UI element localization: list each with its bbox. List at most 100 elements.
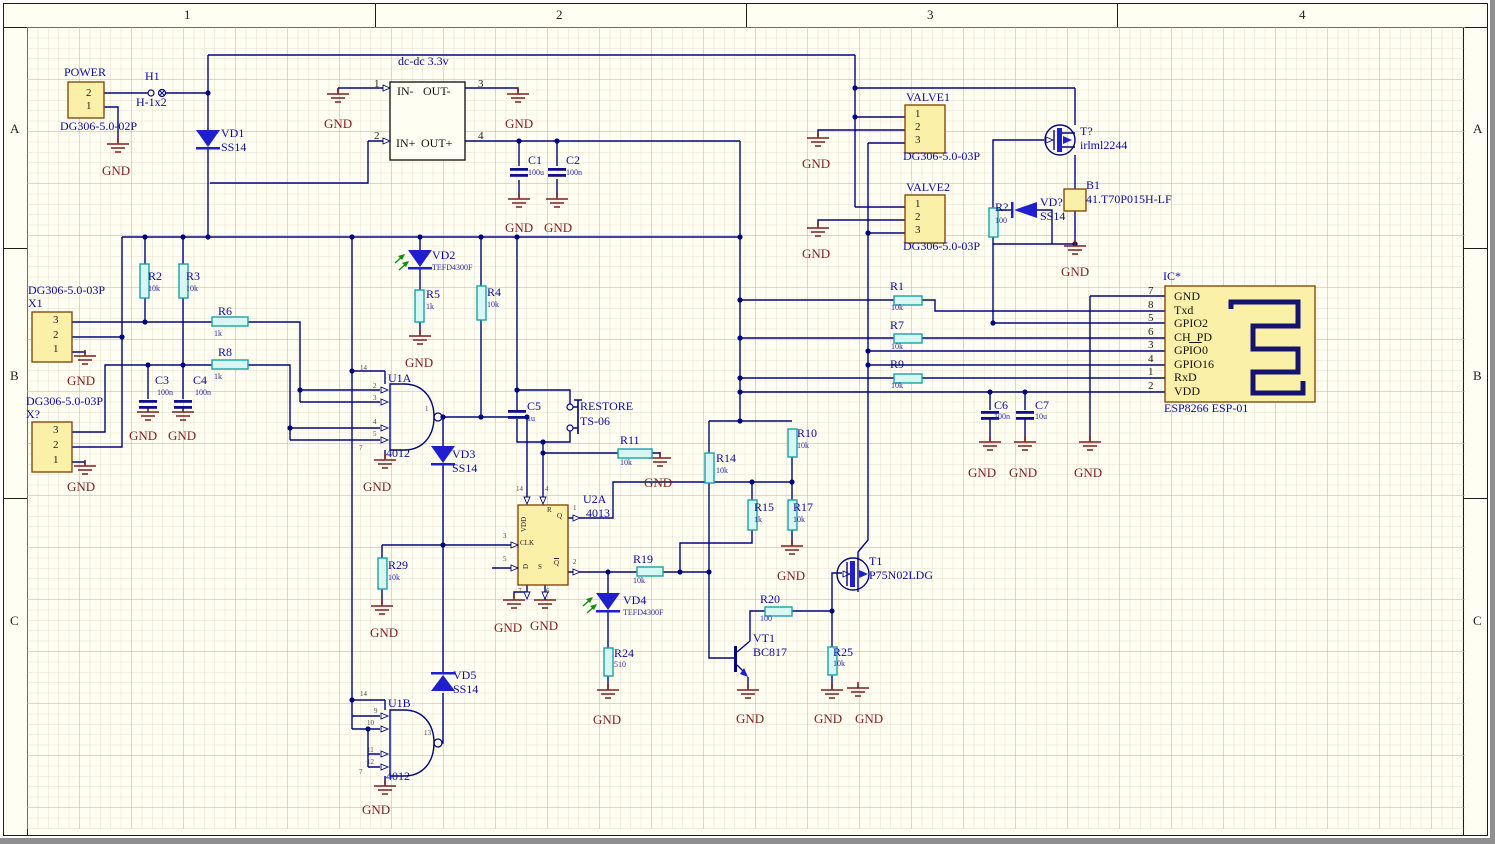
junction-dot [987, 389, 993, 395]
junction-dot [142, 319, 148, 325]
resistor-body[interactable] [988, 207, 999, 238]
diode-cathode-bar [596, 610, 620, 613]
junction-dot [349, 697, 355, 703]
diode-cathode-bar [408, 267, 432, 270]
junction-dot [349, 234, 355, 240]
junction-dot [516, 138, 522, 144]
mosfet-symbol[interactable] [836, 557, 870, 591]
resistor-body[interactable] [211, 316, 249, 327]
bjt-emitter-arrow [740, 668, 748, 677]
resistor-body[interactable] [787, 499, 798, 531]
diode-symbol[interactable] [596, 593, 620, 610]
junction-dot [514, 234, 520, 240]
capacitor-plate [510, 174, 528, 177]
capacitor-plate [1016, 411, 1034, 414]
viewport-edge [0, 838, 1495, 844]
junction-dot [865, 230, 871, 236]
zone-tick [746, 4, 747, 27]
junction-dot [119, 334, 125, 340]
button-contact-icon [566, 403, 574, 411]
junction-dot [349, 368, 355, 374]
component-box[interactable] [517, 504, 569, 586]
component-box[interactable] [67, 81, 105, 119]
schematic-sheet [3, 3, 1488, 836]
junction-dot [145, 362, 151, 368]
diode-cathode-bar [431, 672, 455, 675]
pin-arrow-icon [380, 424, 390, 432]
diode-symbol[interactable] [196, 130, 220, 147]
pin-arrow-icon [380, 436, 390, 444]
jumper-pad-icon [157, 88, 167, 98]
resistor-body[interactable] [139, 263, 150, 299]
junction-dot [749, 479, 755, 485]
resistor-body[interactable] [211, 359, 249, 370]
pin-arrow-icon [523, 496, 531, 506]
zone-tick [4, 248, 27, 249]
inverter-bubble [433, 412, 443, 422]
junction-dot [554, 138, 560, 144]
junction-dot [829, 608, 835, 614]
nand-gate-symbol[interactable] [389, 709, 435, 777]
diode-symbol[interactable] [408, 250, 432, 267]
resistor-body[interactable] [764, 606, 793, 617]
resistor-body[interactable] [893, 373, 923, 384]
mosfet-symbol[interactable] [1044, 124, 1076, 156]
bjt-base-bar[interactable] [734, 646, 737, 672]
component-box[interactable] [1063, 188, 1087, 212]
junction-dot [737, 297, 743, 303]
junction-dot [540, 450, 546, 456]
resistor-body[interactable] [704, 452, 715, 484]
junction-dot [180, 362, 186, 368]
zone-tick [1464, 248, 1487, 249]
resistor-body[interactable] [893, 333, 923, 344]
junction-dot [205, 90, 211, 96]
schematic-grid-area[interactable] [27, 27, 1465, 829]
resistor-body[interactable] [377, 557, 388, 590]
nand-gate-symbol[interactable] [389, 383, 435, 451]
resistor-body[interactable] [827, 646, 838, 676]
capacitor-plate [174, 400, 192, 403]
pin-arrow-icon [572, 568, 582, 576]
resistor-body[interactable] [476, 285, 487, 321]
resistor-body[interactable] [893, 295, 923, 306]
zone-ruler-left [4, 27, 28, 835]
resistor-body[interactable] [636, 566, 664, 577]
component-box[interactable] [31, 421, 73, 473]
dcdc-module-box[interactable] [389, 81, 466, 161]
resistor-body[interactable] [617, 448, 653, 459]
zone-tick [1464, 498, 1487, 499]
junction-dot [287, 425, 293, 431]
diode-cathode-bar [1011, 202, 1014, 218]
capacitor-plate [548, 174, 566, 177]
resistor-body[interactable] [414, 289, 425, 323]
resistor-body[interactable] [603, 647, 614, 677]
junction-dot [297, 387, 303, 393]
pin-arrow-icon [380, 750, 390, 758]
zone-ruler-top [4, 4, 1487, 28]
resistor-body[interactable] [178, 263, 189, 299]
component-box[interactable] [904, 194, 946, 244]
photo-arrow-icon [402, 261, 409, 267]
capacitor-plate [510, 168, 528, 171]
mosfet-channel-bar [1057, 128, 1062, 152]
resistor-body[interactable] [787, 428, 798, 458]
pin-arrow-icon [572, 514, 582, 522]
capacitor-plate [1016, 417, 1034, 420]
diode-symbol[interactable] [1014, 202, 1037, 218]
junction-dot [706, 569, 712, 575]
junction-dot [417, 234, 423, 240]
diode-symbol[interactable] [431, 446, 455, 463]
component-box[interactable] [1164, 285, 1316, 403]
component-box[interactable] [31, 311, 73, 363]
junction-dot [180, 234, 186, 240]
jumper-pad-cross-icon [159, 90, 165, 96]
junction-dot [737, 335, 743, 341]
junction-dot [852, 85, 858, 91]
component-box[interactable] [904, 104, 946, 154]
pin-arrow-icon [382, 84, 392, 92]
zone-tick [1117, 4, 1118, 27]
diode-symbol[interactable] [431, 675, 455, 691]
button-actuator-icon[interactable] [573, 399, 582, 434]
resistor-body[interactable] [747, 499, 758, 531]
